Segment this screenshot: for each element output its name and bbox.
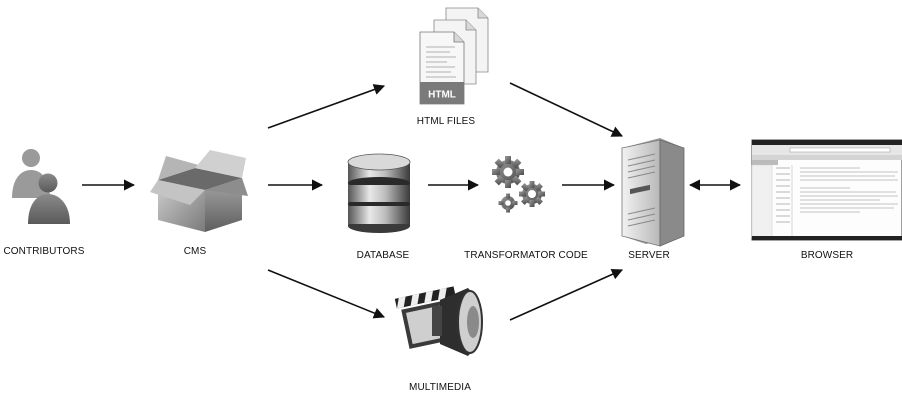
database-cylinder-icon [347, 153, 411, 233]
edge-cms-multimedia [267, 269, 386, 319]
edge-multimedia-server [509, 268, 624, 321]
html-doc-text: HTML [428, 90, 456, 101]
server-label: SERVER [628, 250, 670, 261]
people-silhouette-icon [12, 149, 70, 224]
html-documents-icon: HTML [419, 7, 489, 105]
browser-label: BROWSER [800, 250, 854, 261]
multimedia-label: MULTIMEDIA [409, 382, 471, 393]
cms-label: CMS [183, 246, 207, 257]
edge-html-files-server [509, 82, 624, 137]
arrows [82, 82, 742, 321]
edge-cms-html-files [267, 84, 386, 129]
gears-icon [492, 156, 545, 213]
transformator-code-label: TRANSFORMATOR CODE [464, 250, 588, 261]
server-tower-icon [621, 138, 685, 247]
speaker-icon [432, 288, 483, 356]
browser-window-icon [751, 139, 902, 241]
open-box-icon [150, 150, 248, 232]
database-label: DATABASE [356, 250, 410, 261]
html-files-label: HTML FILES [416, 116, 476, 127]
contributors-label: CONTRIBUTORS [3, 246, 85, 257]
clapperboard-speaker-icon [394, 286, 483, 356]
